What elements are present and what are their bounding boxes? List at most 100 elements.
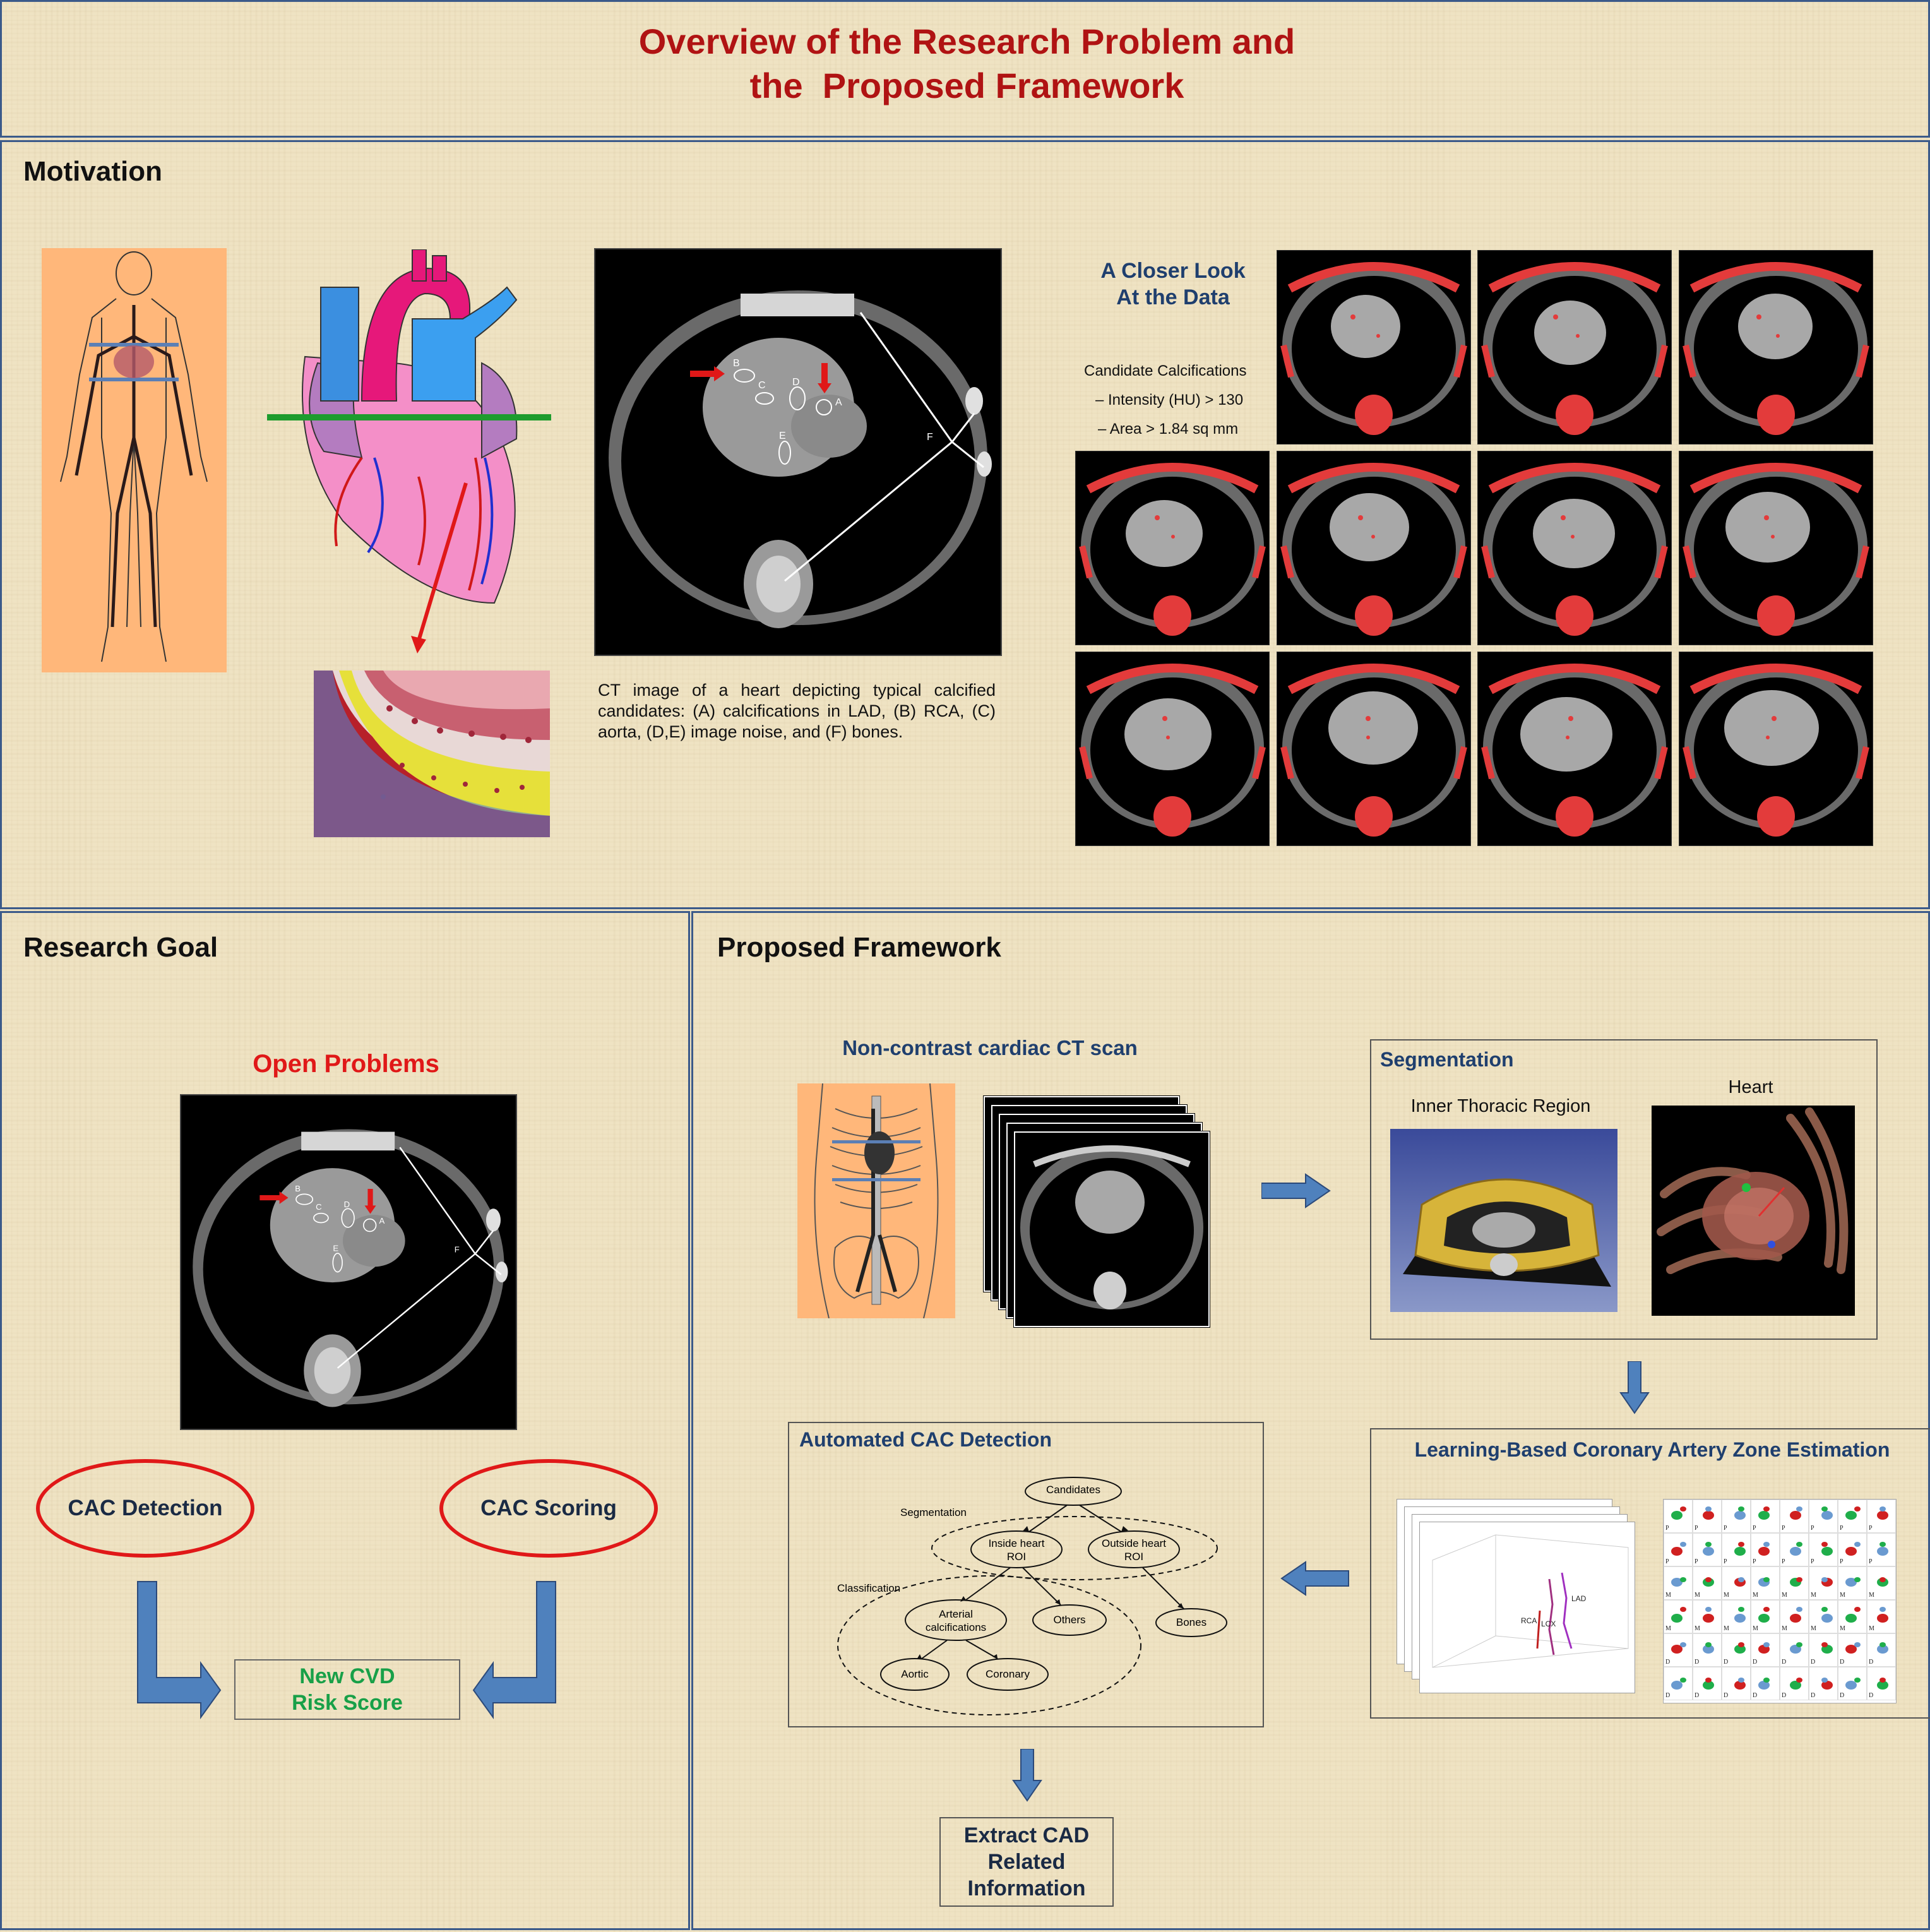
node-aortic-label: Aortic	[901, 1668, 929, 1680]
zone-grid-cell: M	[1751, 1566, 1780, 1600]
cac-scoring-label: CAC Scoring	[480, 1496, 617, 1520]
node-outside	[1088, 1530, 1180, 1568]
candidate-criteria: Candidate Calcifications – Intensity (HU…	[1084, 357, 1273, 444]
zone-grid-row-label: M	[1782, 1592, 1787, 1599]
inner-thoracic-image	[1390, 1129, 1617, 1312]
zone-grid-row-label: P	[1782, 1525, 1785, 1532]
ct-label-e: E	[333, 1244, 338, 1253]
plot-label-rca: RCA	[1521, 1616, 1537, 1625]
zone-grid-cell: P	[1838, 1500, 1867, 1533]
zone-grid-row-label: P	[1695, 1525, 1698, 1532]
node-inside	[970, 1530, 1063, 1568]
zone-grid-row-label: D	[1753, 1659, 1758, 1666]
zone-grid-cell: M	[1838, 1566, 1867, 1600]
zone-grid-cell: M	[1867, 1600, 1896, 1633]
zone-grid-cell: P	[1751, 1533, 1780, 1566]
ct-slice-thumbnail	[1277, 250, 1471, 444]
zone-grid-cell: D	[1693, 1633, 1722, 1667]
heart-label: Heart	[1728, 1077, 1773, 1097]
zone-grid-row-label: M	[1840, 1592, 1845, 1599]
node-candidates-label: Candidates	[1045, 1484, 1100, 1496]
zone-grid-row-label: M	[1811, 1625, 1816, 1632]
zone-grid-cell: D	[1780, 1667, 1809, 1700]
zone-grid-cell: D	[1838, 1667, 1867, 1700]
node-bones-label: Bones	[1176, 1616, 1207, 1628]
cac-detection-title: Automated CAC Detection	[799, 1428, 1052, 1451]
annotated-ct-image: A B C D E F	[594, 248, 1002, 656]
ct-slice-thumbnail	[1075, 652, 1270, 846]
zone-grid-row-label: P	[1724, 1558, 1727, 1565]
extract-label: Extract CAD Related Information	[963, 1823, 1090, 1900]
zone-grid-row-label: D	[1811, 1692, 1816, 1699]
zone-grid-cell: P	[1693, 1500, 1722, 1533]
3d-artery-plot: RCA LCX LAD	[1419, 1522, 1635, 1693]
zone-grid-row-label: M	[1753, 1625, 1758, 1632]
artery-cross-section-image	[314, 671, 550, 837]
zone-grid-cell: M	[1780, 1566, 1809, 1600]
segmentation-box: Segmentation Inner Thoracic Region Heart	[1370, 1039, 1878, 1340]
arrow-to-segmentation	[1261, 1173, 1331, 1208]
segmentation-group	[931, 1516, 1218, 1580]
heart-3d-image	[1652, 1106, 1855, 1316]
zone-grid-cell: M	[1780, 1600, 1809, 1633]
zone-grid-row-label: D	[1869, 1692, 1874, 1699]
node-coronary	[967, 1658, 1049, 1691]
zone-grid-row-label: P	[1811, 1525, 1814, 1532]
zone-grid-cell: M	[1693, 1566, 1722, 1600]
zone-grid-cell: P	[1664, 1500, 1693, 1533]
zone-grid-row-label: D	[1782, 1659, 1787, 1666]
zone-grid-row-label: M	[1840, 1625, 1845, 1632]
node-others	[1032, 1604, 1107, 1636]
human-circulatory-figure	[42, 248, 227, 672]
zone-grid-row-label: M	[1665, 1592, 1671, 1599]
candidates-heading: Candidate Calcifications	[1084, 362, 1247, 379]
node-coronary-label: Coronary	[986, 1668, 1030, 1680]
zone-grid-row-label: M	[1869, 1592, 1874, 1599]
arrow-to-detection	[1280, 1561, 1349, 1596]
ct-label-d: D	[792, 377, 800, 388]
zone-grid-cell: M	[1722, 1600, 1751, 1633]
zone-grid-row-label: P	[1869, 1558, 1873, 1565]
zone-grid-row-label: D	[1665, 1659, 1671, 1666]
cac-detection-box: Automated CAC Detection	[788, 1422, 1264, 1727]
title-panel: Overview of the Research Problem and the…	[0, 0, 1930, 138]
zone-grid-cell: M	[1751, 1600, 1780, 1633]
right-elbow-arrow	[472, 1581, 556, 1720]
zone-grid-cell: D	[1722, 1667, 1751, 1700]
zone-grid-row-label: D	[1753, 1692, 1758, 1699]
inner-thoracic-label: Inner Thoracic Region	[1410, 1096, 1591, 1116]
zone-grid-row-label: P	[1753, 1525, 1756, 1532]
zone-grid-row-label: P	[1840, 1525, 1844, 1532]
ct-slice-thumbnail	[1477, 250, 1672, 444]
zone-grid-row-label: P	[1811, 1558, 1814, 1565]
ct-slice-thumbnail	[1477, 451, 1672, 645]
cac-detection-label: CAC Detection	[68, 1496, 223, 1520]
ct-label-e: E	[779, 431, 786, 441]
zone-grid-row-label: P	[1840, 1558, 1844, 1565]
arrow-to-zone-estimation	[1619, 1361, 1650, 1414]
node-others-label: Others	[1053, 1614, 1086, 1626]
ct-slice-thumbnail	[1277, 451, 1471, 645]
zone-grid-cell: M	[1809, 1566, 1838, 1600]
zone-grid-row-label: D	[1840, 1659, 1845, 1666]
ct-label-f: F	[455, 1244, 460, 1254]
node-inside-label: Inside heart ROI	[988, 1537, 1045, 1563]
research-goal-heading: Research Goal	[23, 932, 218, 963]
zone-grid-cell: P	[1722, 1533, 1751, 1566]
node-bones	[1155, 1608, 1227, 1637]
zone-grid-cell: P	[1780, 1500, 1809, 1533]
node-aortic	[880, 1658, 950, 1691]
arrow-to-extract	[1012, 1749, 1042, 1802]
zone-grid-cell: P	[1867, 1533, 1896, 1566]
zone-grid-row-label: M	[1753, 1592, 1758, 1599]
zone-grid-cell: D	[1722, 1633, 1751, 1667]
zone-grid-row-label: M	[1724, 1592, 1729, 1599]
zone-grid-row-label: P	[1695, 1558, 1698, 1565]
zone-grid-cell: P	[1809, 1500, 1838, 1533]
cac-scoring-ellipse: CAC Scoring	[439, 1459, 658, 1558]
left-elbow-arrow	[137, 1581, 222, 1720]
zone-grid-cell: M	[1693, 1600, 1722, 1633]
zone-grid-row-label: M	[1811, 1592, 1816, 1599]
ct-slice-thumbnail	[1679, 451, 1873, 645]
zone-grid-cell: P	[1751, 1500, 1780, 1533]
